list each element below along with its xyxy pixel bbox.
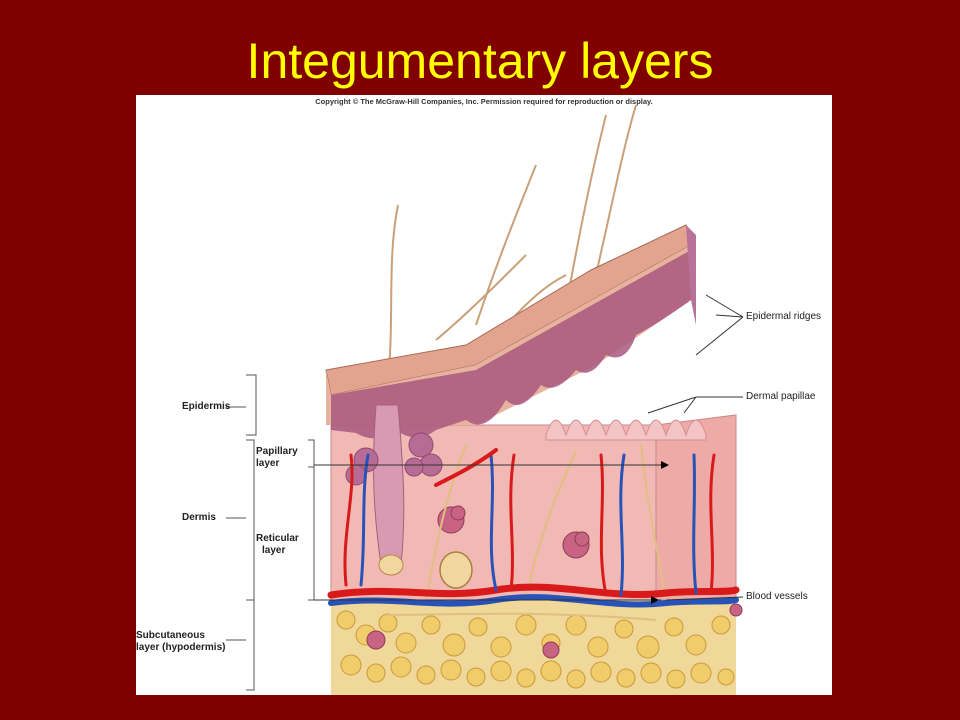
label-reticular-line1: Reticular bbox=[256, 533, 299, 544]
label-epidermal-ridges: Epidermal ridges bbox=[746, 311, 822, 322]
pacinian-corpuscle bbox=[439, 551, 473, 589]
dermal-papillae bbox=[545, 419, 707, 441]
hair-follicle bbox=[345, 404, 443, 576]
subcutaneous-fat bbox=[331, 600, 736, 695]
arrowhead-reticular bbox=[651, 596, 659, 604]
label-subcutaneous-line1: Subcutaneous bbox=[136, 630, 205, 641]
sweat-glands bbox=[366, 505, 743, 659]
label-epidermis: Epidermis bbox=[182, 401, 231, 412]
label-dermal-papillae: Dermal papillae bbox=[746, 391, 816, 402]
blood-vessels bbox=[327, 448, 740, 608]
copyright-notice: Copyright © The McGraw-Hill Companies, I… bbox=[315, 97, 653, 106]
arrowhead-papillary bbox=[661, 461, 669, 469]
skin-diagram-panel: Copyright © The McGraw-Hill Companies, I… bbox=[136, 95, 832, 695]
label-blood-vessels: Blood vessels bbox=[746, 591, 808, 602]
label-bracket-lines bbox=[226, 374, 315, 691]
label-dermis: Dermis bbox=[182, 512, 216, 523]
label-papillary-line1: Papillary bbox=[256, 446, 298, 457]
label-papillary-line2: layer bbox=[256, 458, 280, 469]
label-subcutaneous-line2: layer (hypodermis) bbox=[136, 642, 226, 653]
label-reticular-line2: layer bbox=[262, 545, 286, 556]
epidermis-layer bbox=[325, 224, 696, 439]
nerve-fibers bbox=[385, 444, 667, 621]
pointer-lines bbox=[314, 294, 744, 601]
slide-title: Integumentary layers bbox=[246, 33, 714, 89]
skin-cross-section-illustration bbox=[226, 104, 744, 695]
